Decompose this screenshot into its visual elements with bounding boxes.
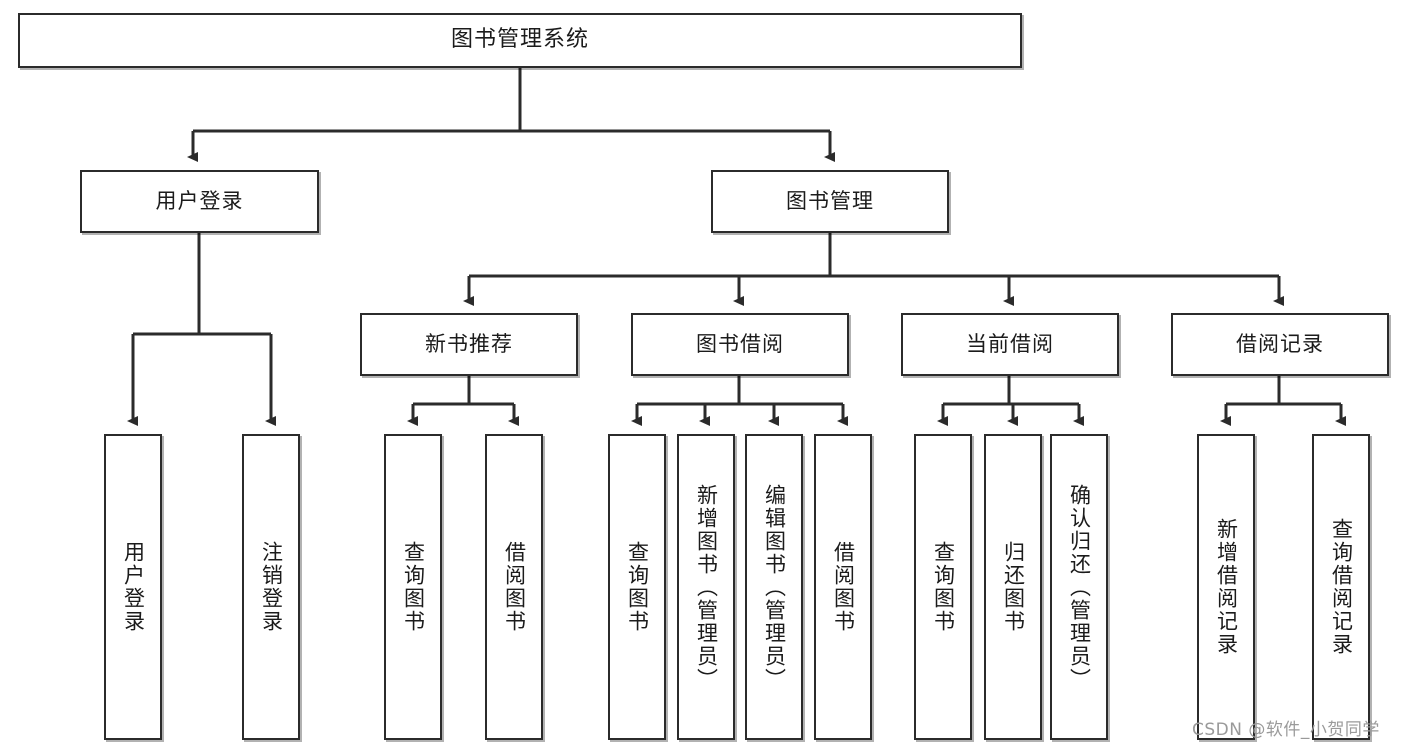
- node-leaf-add-book[interactable]: 新增图书（管理员）: [677, 434, 735, 740]
- node-label: 新增图书（管理员）: [694, 483, 719, 691]
- node-leaf-query-book-2[interactable]: 查询图书: [608, 434, 666, 740]
- node-label: 新增借阅记录: [1214, 518, 1239, 656]
- node-book-manage[interactable]: 图书管理: [711, 170, 949, 233]
- node-label: 图书借阅: [696, 331, 784, 356]
- watermark-text: CSDN @软件_小贺同学: [1192, 720, 1380, 740]
- node-label: 编辑图书（管理员）: [762, 483, 787, 691]
- node-label: 归还图书: [1001, 541, 1026, 633]
- node-leaf-edit-book[interactable]: 编辑图书（管理员）: [745, 434, 803, 740]
- node-label: 用户登录: [155, 188, 244, 213]
- node-leaf-user-logout[interactable]: 注销登录: [242, 434, 300, 740]
- node-leaf-confirm-return[interactable]: 确认归还（管理员）: [1050, 434, 1108, 740]
- node-leaf-borrow-book-1[interactable]: 借阅图书: [485, 434, 543, 740]
- node-label: 借阅图书: [831, 541, 856, 633]
- node-root-system[interactable]: 图书管理系统: [18, 13, 1022, 68]
- node-leaf-query-book-3[interactable]: 查询图书: [914, 434, 972, 740]
- node-label: 借阅图书: [502, 541, 527, 633]
- node-label: 查询图书: [931, 541, 956, 633]
- node-leaf-user-login[interactable]: 用户登录: [104, 434, 162, 740]
- node-label: 查询借阅记录: [1329, 518, 1354, 656]
- node-label: 当前借阅: [966, 331, 1054, 356]
- node-current-borrow[interactable]: 当前借阅: [901, 313, 1119, 376]
- node-label: 借阅记录: [1236, 331, 1324, 356]
- node-label: 确认归还（管理员）: [1067, 483, 1092, 691]
- node-leaf-return-book[interactable]: 归还图书: [984, 434, 1042, 740]
- node-leaf-query-book-1[interactable]: 查询图书: [384, 434, 442, 740]
- node-new-book-recommend[interactable]: 新书推荐: [360, 313, 578, 376]
- node-user-login[interactable]: 用户登录: [80, 170, 319, 233]
- node-label: 查询图书: [625, 541, 650, 633]
- node-leaf-borrow-book-2[interactable]: 借阅图书: [814, 434, 872, 740]
- node-borrow-record[interactable]: 借阅记录: [1171, 313, 1389, 376]
- node-label: 注销登录: [259, 541, 284, 633]
- node-label: 用户登录: [121, 541, 146, 633]
- node-label: 图书管理: [786, 188, 874, 213]
- node-leaf-add-record[interactable]: 新增借阅记录: [1197, 434, 1255, 740]
- node-book-borrow[interactable]: 图书借阅: [631, 313, 849, 376]
- node-leaf-query-record[interactable]: 查询借阅记录: [1312, 434, 1370, 740]
- node-label: 图书管理系统: [450, 27, 589, 53]
- node-label: 查询图书: [401, 541, 426, 633]
- node-label: 新书推荐: [425, 331, 513, 356]
